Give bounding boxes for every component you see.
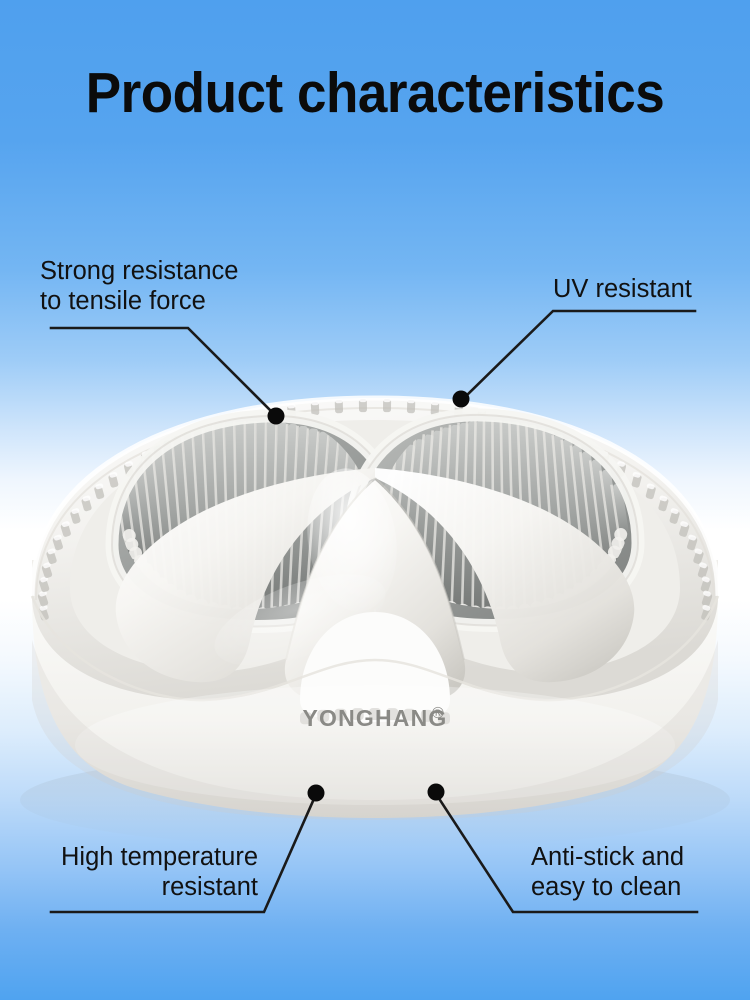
- callout-anti-stick-line2: easy to clean: [531, 873, 682, 901]
- callout-dot-anti-stick: [427, 783, 445, 801]
- callout-high-temp-line2: resistant: [161, 873, 258, 901]
- callout-anti-stick-line1: Anti-stick and: [531, 843, 685, 871]
- page-title: Product characteristics: [85, 61, 665, 125]
- callout-high-temp-line1: High temperature: [60, 843, 258, 871]
- callout-tensile-line2: to tensile force: [40, 287, 206, 315]
- callout-tensile-line1: Strong resistance: [40, 257, 239, 285]
- leader-line-tensile: [49, 326, 274, 414]
- callout-dot-tensile: [267, 407, 285, 425]
- leader-line-anti-stick: [438, 798, 699, 914]
- callout-uv-line1: UV resistant: [553, 275, 692, 303]
- callout-dot-high-temp: [307, 784, 325, 802]
- leader-line-uv: [464, 309, 697, 398]
- leader-line-high-temp: [49, 799, 315, 914]
- callout-dot-uv: [452, 390, 470, 408]
